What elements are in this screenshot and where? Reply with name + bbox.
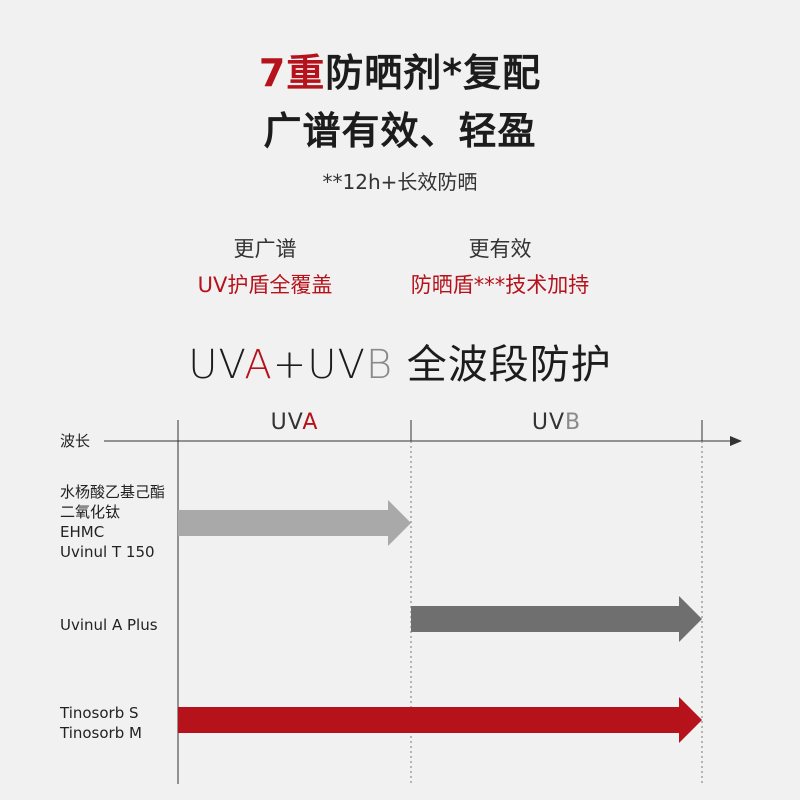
headline-highlight: 7重	[258, 51, 326, 95]
ingredient-label: Tinosorb S	[60, 704, 139, 722]
uv-title-plus: +	[272, 342, 308, 388]
band-letter: B	[565, 410, 582, 435]
band-prefix: UV	[531, 410, 566, 435]
coverage-arrow-row3	[178, 697, 702, 743]
axis-label: 波长	[60, 432, 91, 450]
feature-detail: UV护盾全覆盖	[197, 273, 333, 297]
feature-heading: 更广谱	[233, 237, 297, 261]
row3-labels: Tinosorb S Tinosorb M	[60, 703, 142, 743]
feature-broad-spectrum: 更广谱 UV护盾全覆盖	[115, 234, 415, 302]
feature-detail: 防晒盾***技术加持	[410, 273, 590, 297]
uv-title-rest: 全波段防护	[393, 342, 612, 388]
band-prefix: UV	[270, 410, 303, 435]
uv-title-a: A	[244, 342, 273, 388]
band-label-uva: UVA	[178, 410, 411, 435]
row1-labels: 水杨酸乙基己酯 二氧化钛 EHMC Uvinul T 150	[60, 482, 165, 562]
headline-rest: 防晒剂*复配	[325, 51, 542, 95]
feature-effective: 更有效 防晒盾***技术加持	[350, 234, 650, 302]
band-label-uvb: UVB	[411, 410, 702, 435]
ingredient-label: Tinosorb M	[60, 724, 142, 742]
coverage-arrow-row2	[411, 596, 702, 642]
ingredient-label: 二氧化钛	[60, 503, 121, 521]
ingredient-label: EHMC	[60, 523, 105, 541]
subtitle: **12h+长效防晒	[322, 170, 478, 194]
uv-title-uv: UV	[307, 342, 366, 388]
uv-title-uv: UV	[188, 342, 245, 388]
uv-title-b: B	[365, 342, 394, 388]
ingredient-label: Uvinul T 150	[60, 543, 155, 561]
ingredient-label: Uvinul A Plus	[60, 616, 158, 634]
row2-labels: Uvinul A Plus	[60, 615, 158, 635]
band-letter: A	[302, 410, 319, 435]
coverage-arrow-row1	[178, 500, 411, 546]
ingredient-label: 水杨酸乙基己酯	[60, 483, 166, 501]
headline-line2: 广谱有效、轻盈	[263, 109, 537, 153]
headline-line1: 7重防晒剂*复配	[0, 42, 800, 97]
feature-heading: 更有效	[468, 237, 532, 261]
axis-arrowhead	[730, 436, 742, 446]
uv-title: UVA+UVB 全波段防护	[0, 332, 800, 390]
